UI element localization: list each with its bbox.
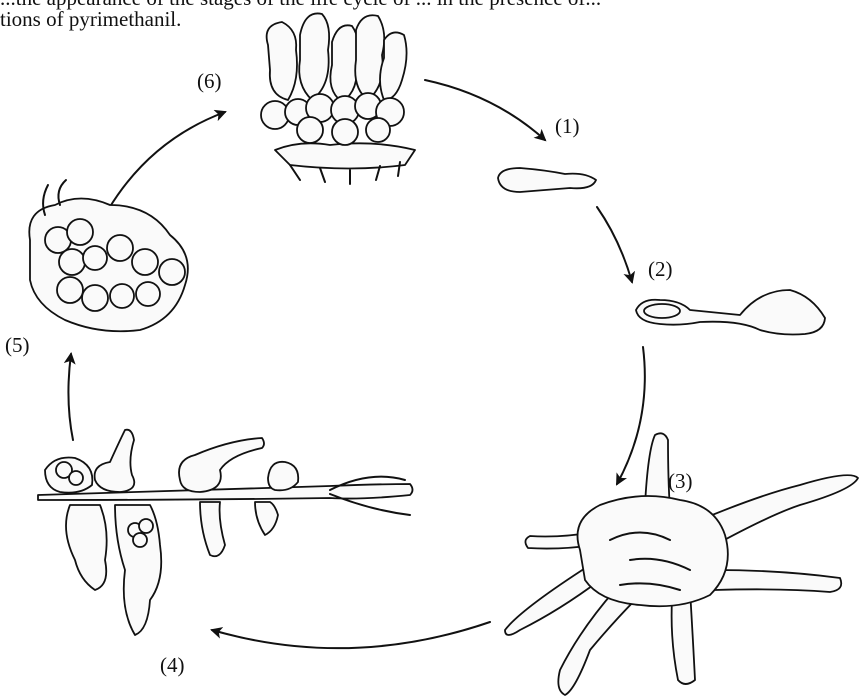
stage-2-germinating-conidium xyxy=(636,290,825,335)
stage-3-hyphal-mass xyxy=(505,433,858,695)
arrow-2-to-3 xyxy=(617,347,645,484)
stage-5-aggregate xyxy=(29,180,188,331)
stage-6-conidiophores xyxy=(261,13,415,184)
arrow-4-to-5 xyxy=(68,354,73,440)
arrow-5-to-6 xyxy=(108,112,225,210)
stage-1-conidium xyxy=(498,168,596,192)
arrow-3-to-4 xyxy=(212,622,490,648)
arrow-1-to-2 xyxy=(597,207,632,282)
stage-4-infected-hypha xyxy=(38,430,413,635)
arrow-6-to-1 xyxy=(425,80,545,140)
